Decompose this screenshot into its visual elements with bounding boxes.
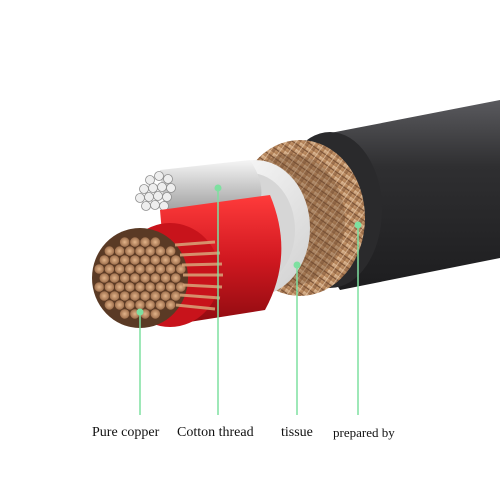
copper-strand-end (119, 308, 131, 320)
leader-dot-prepared (354, 221, 362, 229)
copper-strand-bodies (174, 240, 223, 311)
copper-strand-end (103, 299, 116, 311)
copper-strand-end (165, 299, 177, 311)
copper-strand-end (149, 308, 161, 320)
silver-strand-ends (135, 171, 176, 211)
leader-dots (136, 184, 362, 316)
copper-strand-end (165, 245, 177, 257)
copper-strand-end (170, 272, 182, 284)
leader-lines (139, 188, 359, 415)
copper-strand-ends (93, 236, 187, 320)
label-tissue: tissue (281, 425, 313, 440)
leader-dot-cotton (214, 184, 222, 192)
copper-strand-end (149, 236, 161, 248)
leader-dot-copper (136, 308, 144, 316)
copper-strand-end (170, 254, 182, 266)
label-cotton-thread: Cotton thread (177, 425, 254, 440)
label-pure-copper: Pure copper (92, 425, 160, 440)
label-prepared-by: prepared by (333, 425, 395, 440)
leader-dot-tissue (293, 261, 301, 269)
